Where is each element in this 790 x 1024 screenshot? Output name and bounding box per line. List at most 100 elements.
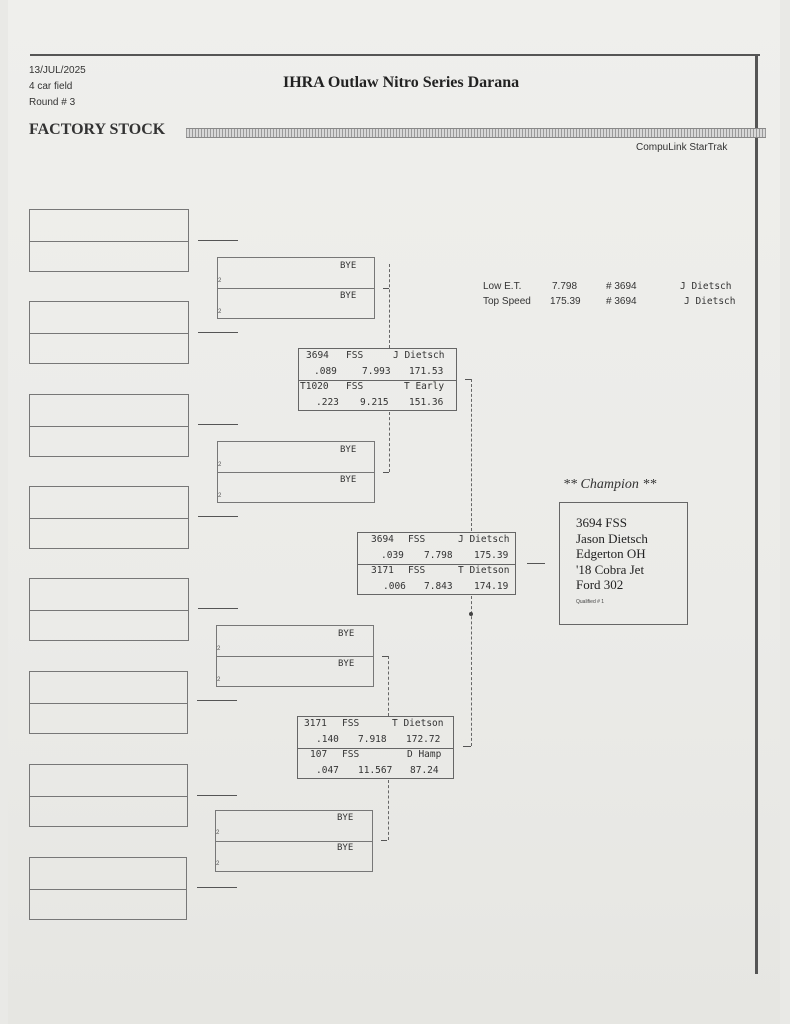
driver-name: T Dietson <box>392 718 444 729</box>
car-class: FSS <box>346 381 364 392</box>
round2-pair <box>215 810 373 872</box>
seed-number: 2 <box>216 830 220 836</box>
round1-slot <box>29 394 189 457</box>
round1-slot <box>29 486 189 549</box>
top-speed-label: Top Speed <box>483 296 531 307</box>
seed-number: 2 <box>217 646 221 652</box>
event-date: 13/JUL/2025 <box>29 65 86 76</box>
connector <box>383 472 389 473</box>
connector <box>198 424 238 425</box>
car-number: 107 <box>310 749 328 760</box>
car-number: 3171 <box>371 565 394 576</box>
reaction-time: .047 <box>316 765 339 776</box>
right-rule <box>755 54 758 974</box>
round1-slot <box>29 764 188 827</box>
speed-mph: 172.72 <box>406 734 441 745</box>
seed-number: 2 <box>217 677 221 683</box>
software-name: CompuLink StarTrak <box>636 142 728 153</box>
car-class: FSS <box>342 749 360 760</box>
champion-engine: Ford 302 <box>576 577 624 592</box>
car-class: FSS <box>408 534 426 545</box>
connector <box>197 887 237 888</box>
field-size: 4 car field <box>29 81 73 92</box>
car-class: FSS <box>342 718 360 729</box>
elapsed-time: 11.567 <box>358 765 393 776</box>
connector <box>471 596 472 746</box>
driver-name: J Dietsch <box>458 534 510 545</box>
round-number: Round # 3 <box>29 97 76 108</box>
champion-car: 3694 FSS <box>576 515 627 530</box>
bye-label: BYE <box>338 659 355 669</box>
car-class: FSS <box>408 565 426 576</box>
connector <box>471 379 472 531</box>
class-divider <box>186 128 766 138</box>
seed-number: 2 <box>218 309 222 315</box>
round1-slot <box>29 301 189 364</box>
low-et-value: 7.798 <box>552 281 578 292</box>
connector <box>198 332 238 333</box>
speed-mph: 175.39 <box>474 550 509 561</box>
champion-driver: Jason Dietsch <box>576 531 648 546</box>
top-speed-value: 175.39 <box>550 296 581 307</box>
round2-pair <box>217 257 375 319</box>
driver-name: T Dietson <box>458 565 510 576</box>
top-speed-driver: J Dietsch <box>684 296 736 307</box>
bye-label: BYE <box>340 445 357 455</box>
connector <box>388 656 389 716</box>
semifinal-box <box>297 716 454 779</box>
car-number: 3694 <box>371 534 394 545</box>
reaction-time: .039 <box>381 550 404 561</box>
driver-name: J Dietsch <box>393 350 445 361</box>
car-number: 3171 <box>304 718 327 729</box>
low-et-label: Low E.T. <box>483 281 522 292</box>
seed-number: 2 <box>218 462 222 468</box>
connector <box>383 288 389 289</box>
connector <box>389 412 390 472</box>
champion-vehicle: '18 Cobra Jet <box>576 562 645 577</box>
speed-mph: 174.19 <box>474 581 509 592</box>
bye-label: BYE <box>340 291 357 301</box>
connector <box>198 240 238 241</box>
final-box <box>357 532 516 595</box>
round2-pair <box>217 441 375 503</box>
connector <box>198 516 238 517</box>
connector <box>465 379 471 380</box>
driver-name: T Early <box>404 381 445 392</box>
champion-heading: ** Champion ** <box>563 477 657 492</box>
round1-slot <box>29 857 187 920</box>
reaction-time: .140 <box>316 734 339 745</box>
champion-qualified: Qualified # 1 <box>576 599 605 605</box>
connector-dot <box>469 612 473 616</box>
top-rule <box>30 54 760 56</box>
class-name: FACTORY STOCK <box>29 121 166 138</box>
elapsed-time: 7.993 <box>362 366 391 377</box>
low-et-car: # 3694 <box>606 281 637 292</box>
connector <box>198 608 238 609</box>
connector <box>388 780 389 840</box>
connector <box>382 656 388 657</box>
speed-mph: 87.24 <box>410 765 439 776</box>
elapsed-time: 7.918 <box>358 734 387 745</box>
driver-name: D Hamp <box>407 749 442 760</box>
car-number: T1020 <box>300 381 329 392</box>
connector <box>389 264 390 348</box>
seed-number: 2 <box>216 861 220 867</box>
seed-number: 2 <box>218 493 222 499</box>
round1-slot <box>29 578 189 641</box>
reaction-time: .006 <box>383 581 406 592</box>
bye-label: BYE <box>340 261 357 271</box>
bye-label: BYE <box>340 475 357 485</box>
semifinal-box <box>298 348 457 411</box>
reaction-time: .223 <box>316 397 339 408</box>
round1-slot <box>29 209 189 272</box>
speed-mph: 171.53 <box>409 366 444 377</box>
champion-hometown: Edgerton OH <box>576 546 646 561</box>
round2-pair <box>216 625 374 687</box>
connector <box>197 700 237 701</box>
car-number: 3694 <box>306 350 329 361</box>
bye-label: BYE <box>338 629 355 639</box>
low-et-driver: J Dietsch <box>680 281 732 292</box>
elapsed-time: 7.798 <box>424 550 453 561</box>
bracket-sheet <box>8 0 780 1024</box>
bye-label: BYE <box>337 813 354 823</box>
